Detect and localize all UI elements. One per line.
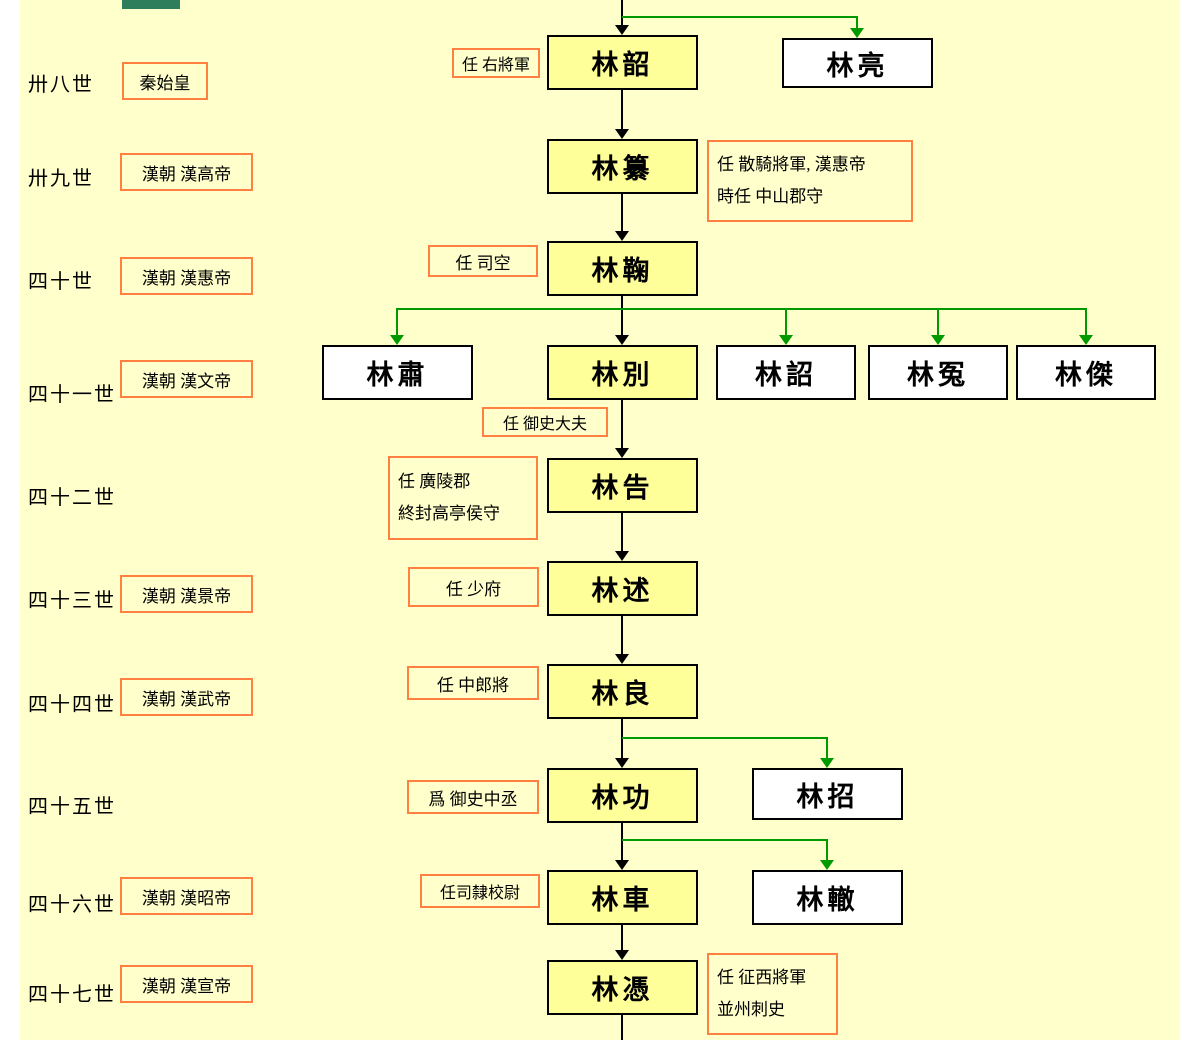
generation-label-39: 卅九世	[28, 168, 94, 190]
annotation-gen46: 任司隸校尉	[420, 874, 540, 908]
connector-vline	[621, 0, 623, 26]
branch-vline	[785, 308, 787, 335]
annotation-gen41: 任 御史大夫	[482, 407, 608, 437]
annotation-gen38: 任 右將軍	[452, 48, 540, 78]
left-margin	[0, 0, 20, 1040]
emperor-box-hanwudi: 漢朝 漢武帝	[120, 678, 253, 716]
arrow-down-icon	[615, 758, 629, 768]
person-box-lin-gong: 林功	[547, 768, 698, 823]
generation-label-42: 四十二世	[28, 487, 116, 509]
branch-arrow-icon	[850, 28, 864, 38]
arrow-down-icon	[615, 335, 629, 345]
generation-label-46: 四十六世	[28, 894, 116, 916]
generation-label-45: 四十五世	[28, 796, 116, 818]
arrow-down-icon	[615, 950, 629, 960]
emperor-box-hanxuandi: 漢朝 漢宣帝	[120, 965, 253, 1003]
branch-arrow-icon	[390, 335, 404, 345]
arrow-down-icon	[615, 551, 629, 561]
connector-vline	[621, 513, 623, 552]
branch-hline	[622, 839, 828, 841]
branch-hline	[622, 737, 828, 739]
branch-arrow-icon	[1079, 335, 1093, 345]
annotation-line: 並州刺史	[717, 1000, 785, 1019]
partial-box-top	[122, 0, 180, 9]
annotation-gen42: 任 廣陵郡 終封高亭侯守	[388, 456, 538, 540]
emperor-box-qinshihuang: 秦始皇	[122, 62, 208, 100]
connector-vline	[621, 194, 623, 232]
emperor-box-hanzhaodi: 漢朝 漢昭帝	[120, 877, 253, 915]
branch-vline	[1085, 308, 1087, 335]
branch-hline	[622, 16, 857, 18]
connector-vline	[621, 90, 623, 130]
branch-vline	[937, 308, 939, 335]
branch-arrow-icon	[820, 860, 834, 870]
person-box-lin-zhao2: 林招	[752, 768, 903, 820]
connector-vline	[621, 925, 623, 951]
arrow-down-icon	[615, 860, 629, 870]
emperor-box-hanjingdi: 漢朝 漢景帝	[120, 575, 253, 613]
generation-label-43: 四十三世	[28, 590, 116, 612]
generation-label-40: 四十世	[28, 271, 94, 293]
arrow-down-icon	[615, 129, 629, 139]
arrow-down-icon	[615, 448, 629, 458]
branch-vline	[826, 737, 828, 758]
annotation-gen40: 任 司空	[428, 245, 538, 277]
person-box-lin-zhe: 林轍	[752, 870, 903, 925]
arrow-down-icon	[615, 25, 629, 35]
branch-vline	[856, 16, 858, 28]
generation-label-44: 四十四世	[28, 694, 116, 716]
generation-label-38: 卅八世	[28, 74, 94, 96]
annotation-line: 終封高亭侯守	[398, 504, 500, 523]
person-box-lin-liang-sib: 林亮	[782, 38, 933, 88]
annotation-line: 時任 中山郡守	[717, 187, 824, 206]
connector-vline	[621, 719, 623, 759]
person-box-lin-liang: 林良	[547, 664, 698, 719]
connector-vline	[621, 823, 623, 861]
person-box-lin-bie: 林別	[547, 345, 698, 400]
person-box-lin-che: 林車	[547, 870, 698, 925]
person-box-lin-shu: 林述	[547, 561, 698, 616]
annotation-line: 任 散騎將軍, 漢惠帝	[717, 155, 866, 174]
connector-vline	[621, 296, 623, 336]
connector-vline	[621, 400, 623, 449]
person-box-lin-shao: 林韶	[547, 35, 698, 90]
person-box-lin-yuan: 林冤	[868, 345, 1008, 400]
person-box-lin-zhao: 林詔	[716, 345, 856, 400]
annotation-gen47: 任 征西將軍 並州刺史	[707, 953, 838, 1035]
annotation-gen44: 任 中郎將	[407, 666, 539, 700]
annotation-gen45: 爲 御史中丞	[407, 780, 539, 814]
branch-hline	[396, 308, 1086, 310]
emperor-box-hanwendi: 漢朝 漢文帝	[120, 360, 253, 398]
arrow-down-icon	[615, 654, 629, 664]
annotation-gen39: 任 散騎將軍, 漢惠帝 時任 中山郡守	[707, 140, 913, 222]
annotation-gen43: 任 少府	[408, 567, 539, 607]
branch-vline	[826, 839, 828, 860]
branch-arrow-icon	[931, 335, 945, 345]
person-box-lin-zuan: 林纂	[547, 139, 698, 194]
connector-vline	[621, 616, 623, 655]
generation-label-41: 四十一世	[28, 384, 116, 406]
annotation-line: 任 廣陵郡	[398, 472, 471, 491]
person-box-lin-ju: 林鞠	[547, 241, 698, 296]
person-box-lin-jie: 林傑	[1016, 345, 1156, 400]
arrow-down-icon	[615, 231, 629, 241]
emperor-box-hangaodi: 漢朝 漢高帝	[120, 153, 253, 191]
connector-vline	[621, 1015, 623, 1040]
generation-label-47: 四十七世	[28, 984, 116, 1006]
branch-vline	[396, 308, 398, 335]
annotation-line: 任 征西將軍	[717, 968, 807, 987]
person-box-lin-gao: 林告	[547, 458, 698, 513]
branch-arrow-icon	[820, 758, 834, 768]
branch-arrow-icon	[779, 335, 793, 345]
emperor-box-hanhuidi: 漢朝 漢惠帝	[120, 257, 253, 295]
person-box-lin-ping: 林憑	[547, 960, 698, 1015]
person-box-lin-su: 林肅	[322, 345, 473, 400]
